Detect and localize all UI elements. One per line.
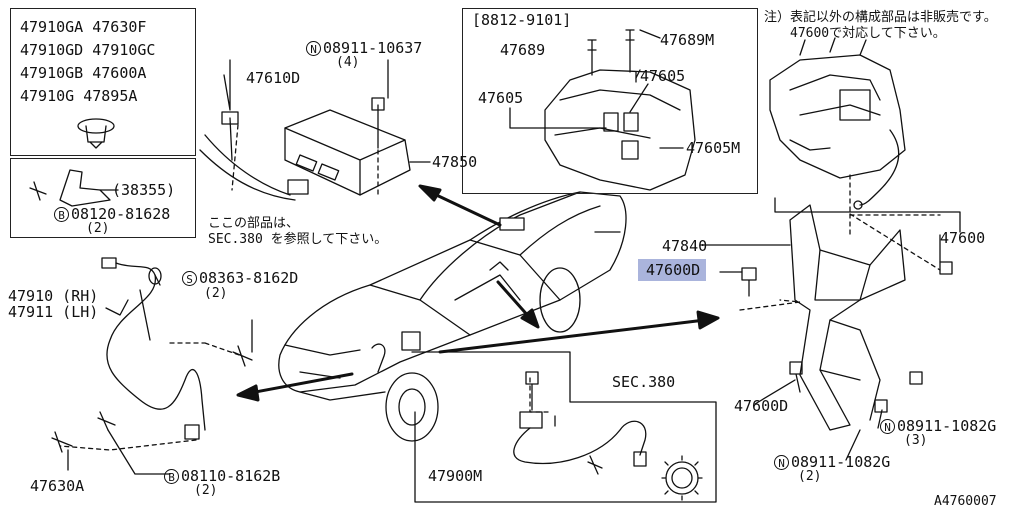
nut-08911-1082g-a-code: 08911-1082G: [897, 417, 997, 435]
refer-note-line1: ここの部品は、: [208, 216, 300, 231]
legend-part: 47910GA: [20, 18, 84, 36]
nut-08911-1082g-b-qty: (2): [798, 469, 822, 484]
legend-part: 47895A: [83, 87, 138, 105]
n-mark-icon: N: [306, 41, 321, 56]
part-38355-label[interactable]: (38355): [112, 181, 176, 199]
part-47600-highlighted-label[interactable]: 47600D: [646, 262, 700, 279]
refer-note-line2: SEC.380 を参照して下さい。: [208, 232, 388, 247]
nut-08911-10637-qty: (4): [336, 55, 360, 70]
part-47610d-label[interactable]: 47610D: [246, 69, 301, 87]
b-mark-icon: B: [164, 469, 179, 484]
b-mark-icon: B: [54, 207, 69, 222]
part-47911-label[interactable]: 47911 (LH): [8, 303, 99, 321]
part-47630a-label[interactable]: 47630A: [30, 477, 85, 495]
part-leaders: [67, 59, 961, 475]
diagram-id: A4760007: [934, 494, 997, 509]
hydraulic-unit-drawing: [769, 37, 906, 210]
legend-part: 47600A: [92, 64, 147, 82]
note-line2: 47600で対応して下さい。: [790, 26, 946, 41]
part-47600-highlighted-code: 47600: [646, 261, 692, 279]
nut-08911-1082g-a-qty: (3): [904, 433, 928, 448]
part-47850-label[interactable]: 47850: [432, 153, 478, 171]
nut-08911-1082g-b-code: 08911-1082G: [791, 453, 891, 471]
bolt-08110-code: 08110-8162B: [181, 467, 281, 485]
legend-part: 47910GB: [20, 64, 84, 82]
legend-part: 47910GC: [92, 41, 156, 59]
n-mark-icon: N: [774, 455, 789, 470]
bolt-08120-qty: (2): [86, 221, 110, 236]
note-line1: 注）表記以外の構成部品は非販売です。: [764, 10, 997, 25]
refer-box: [10, 158, 196, 238]
bolt-08120-code: 08120-81628: [71, 205, 171, 223]
legend-row: 47910GA 47630F: [20, 16, 155, 39]
wheel-sensor-drawing: [51, 257, 253, 453]
bolt-08363-qty: (2): [204, 286, 228, 301]
highlight-47600: [638, 259, 706, 281]
legend-row: 47910GB 47600A: [20, 62, 155, 85]
part-47910-label[interactable]: 47910 (RH): [8, 287, 99, 305]
part-47605-label-right[interactable]: 47605: [640, 67, 686, 85]
inset-hydraulic-drawing: [509, 29, 696, 191]
inset-sensor-drawing: [411, 351, 717, 503]
part-47900m-label[interactable]: 47900M: [428, 467, 483, 485]
legend-row: 47910G 47895A: [20, 85, 155, 108]
part-47605-label-left[interactable]: 47605: [478, 89, 524, 107]
sec380-label[interactable]: SEC.380: [612, 373, 676, 391]
bracket-38355-icon: [29, 169, 119, 207]
part-47600d-label[interactable]: 47600D: [734, 397, 789, 415]
car-illustration: [278, 191, 627, 442]
part-47605m-label[interactable]: 47605M: [686, 139, 741, 157]
part-47600-highlighted-suffix: D: [691, 261, 701, 279]
legend-part: 47910GD: [20, 41, 84, 59]
inset-top-box: [462, 8, 758, 194]
range-label: [8812-9101]: [472, 11, 572, 29]
bracket-drawing: [741, 204, 953, 431]
legend-part: 47910G: [20, 87, 75, 105]
legend-part: 47630F: [92, 18, 147, 36]
part-47600-label[interactable]: 47600: [940, 229, 986, 247]
legend-grid: 47910GA 47630F 47910GD 47910GC 47910GB 4…: [20, 16, 155, 108]
part-47840-label[interactable]: 47840: [662, 237, 708, 255]
abs-control-unit-drawing: [199, 97, 431, 201]
part-47689m-label[interactable]: 47689M: [660, 31, 715, 49]
part-47689-label[interactable]: 47689: [500, 41, 546, 59]
s-mark-icon: S: [182, 271, 197, 286]
n-mark-icon: N: [880, 419, 895, 434]
direction-arrows: [236, 184, 720, 402]
bolt-08363-code: 08363-8162D: [199, 269, 299, 287]
nut-08911-10637-code: 08911-10637: [323, 39, 423, 57]
legend-box: [10, 8, 196, 156]
bolt-08110-qty: (2): [194, 483, 218, 498]
clip-icon: [77, 118, 115, 149]
legend-row: 47910GD 47910GC: [20, 39, 155, 62]
